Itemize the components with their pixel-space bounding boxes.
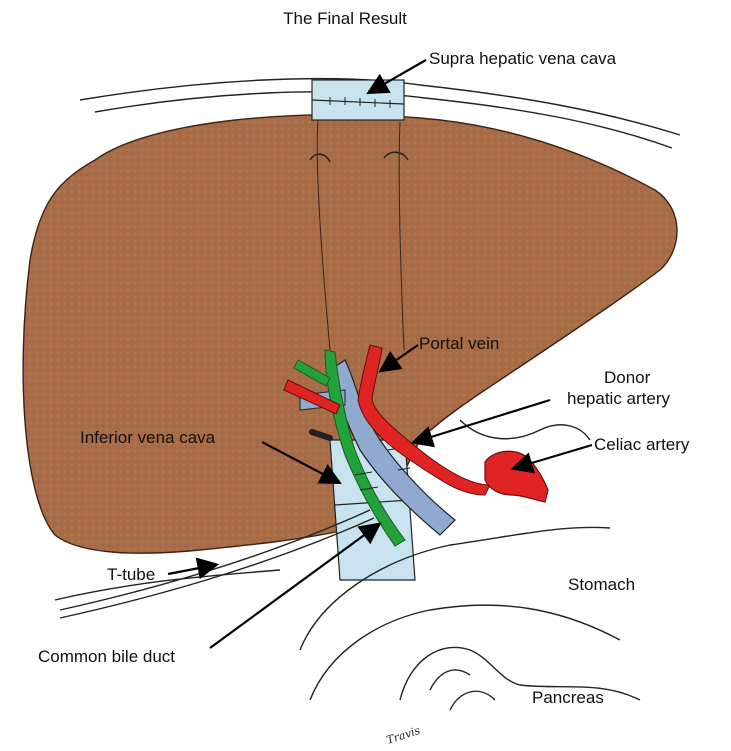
label-celiac-artery: Celiac artery bbox=[594, 435, 690, 454]
label-stomach: Stomach bbox=[568, 575, 635, 594]
label-pancreas: Pancreas bbox=[532, 688, 604, 707]
label-inferior-vena-cava: Inferior vena cava bbox=[80, 428, 216, 447]
label-supra-hepatic-vena-cava: Supra hepatic vena cava bbox=[429, 49, 617, 68]
stomach-lower-outline bbox=[310, 605, 620, 700]
label-portal-vein: Portal vein bbox=[419, 334, 499, 353]
abdominal-wall-line bbox=[55, 570, 280, 600]
diagram-title: The Final Result bbox=[283, 9, 407, 28]
pancreas-lobe-2 bbox=[450, 691, 495, 710]
pancreas-outline bbox=[400, 647, 640, 700]
celiac-artery bbox=[485, 451, 548, 502]
label-t-tube: T-tube bbox=[107, 565, 155, 584]
label-common-bile-duct: Common bile duct bbox=[38, 647, 175, 666]
artist-signature: Travis bbox=[385, 724, 422, 747]
label-donor-hepatic-artery-line2: hepatic artery bbox=[567, 389, 670, 408]
label-donor-hepatic-artery-line1: Donor bbox=[604, 368, 651, 387]
pancreas-lobe-1 bbox=[430, 670, 470, 690]
arrow-t-tube bbox=[168, 565, 215, 574]
